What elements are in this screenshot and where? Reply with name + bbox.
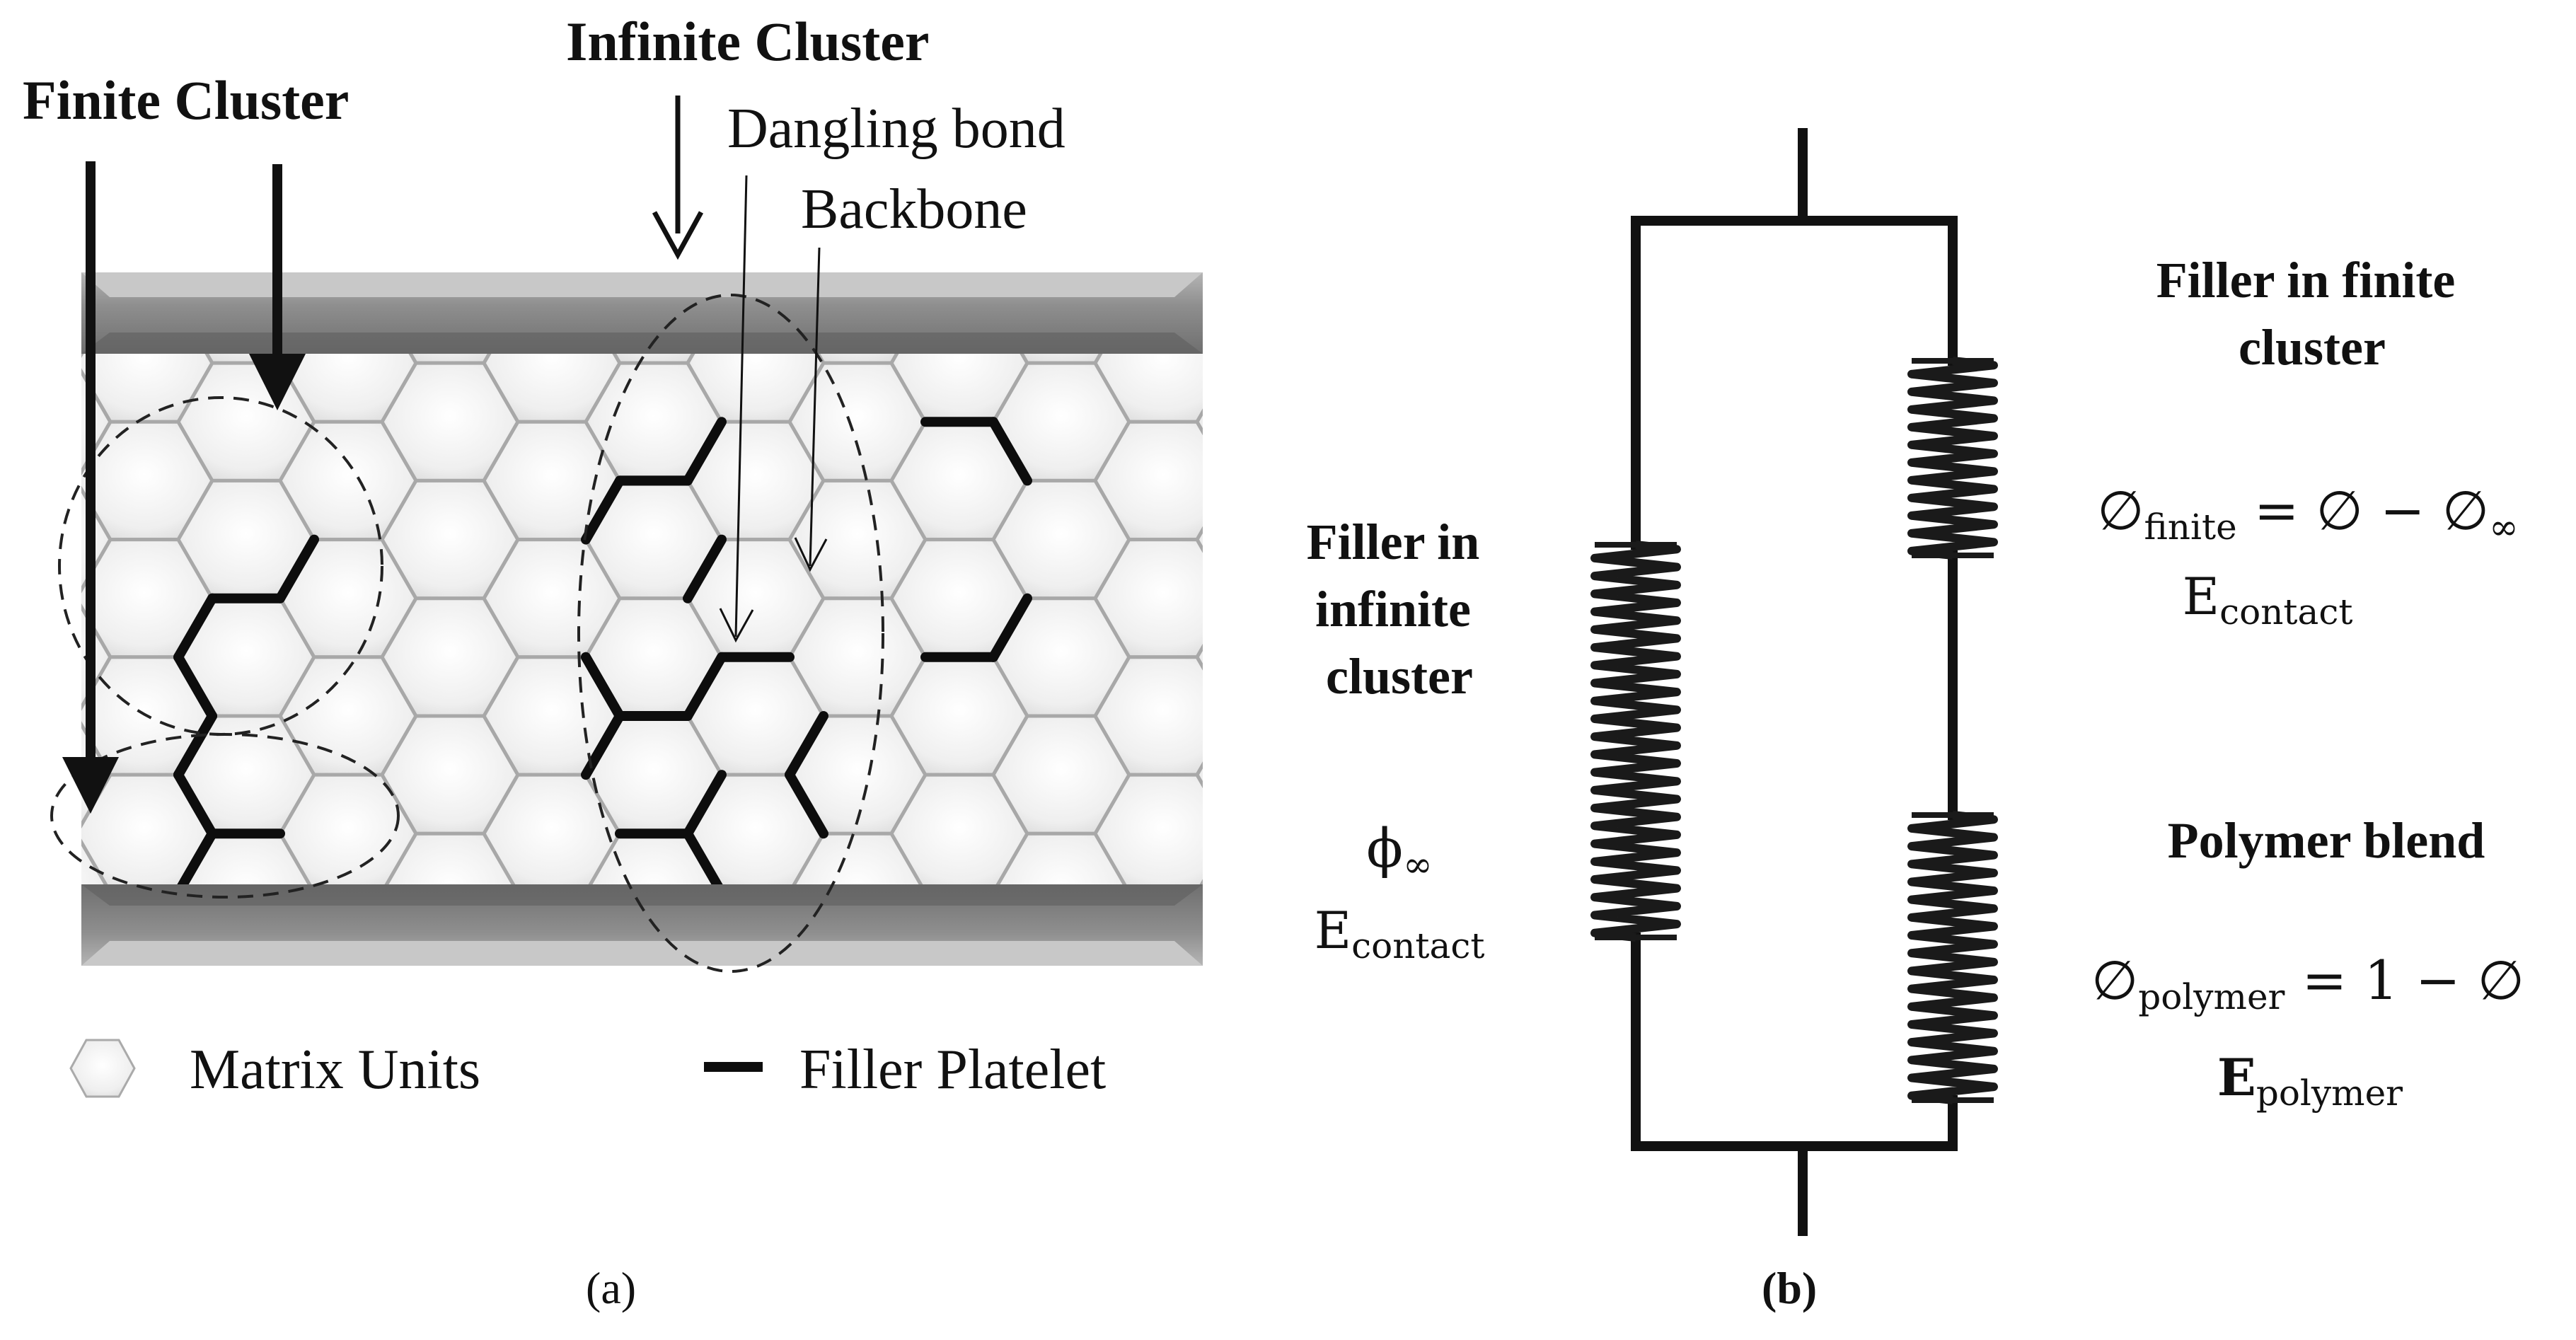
e-polymer-base: E (2217, 1047, 2256, 1107)
panel-b: Filler in finite cluster ∅finite = ∅ − ∅… (1307, 128, 2524, 1313)
filler-infinite-label-line2: infinite (1315, 581, 1471, 637)
panel-b-caption: (b) (1762, 1263, 1817, 1313)
eq-finite-lhs-sub: finite (2144, 507, 2236, 548)
circuit-frame (1631, 128, 1958, 1236)
panel-a-caption: (a) (586, 1263, 636, 1313)
e-contact-finite: Econtact (2183, 567, 2353, 633)
polymer-blend-label: Polymer blend (2168, 812, 2485, 869)
backbone-label: Backbone (801, 178, 1027, 241)
phi-infinite-sub: ∞ (1403, 844, 1433, 885)
matrix-unit-hex (382, 128, 518, 246)
matrix-unit-hex (1195, 408, 1203, 436)
spring-coil (1907, 811, 1998, 1104)
eq-finite-rhs-sub: ∞ (2489, 507, 2519, 548)
eq-polymer: ∅polymer = 1 − ∅ (2091, 949, 2524, 1017)
dangling-bond-label: Dangling bond (727, 98, 1065, 160)
e-contact-infinite-base: E (1315, 901, 1352, 960)
matrix-unit-hex (1195, 643, 1203, 671)
infinite-cluster-arrow (652, 96, 704, 260)
matrix-unit-hex (1197, 246, 1333, 363)
spring-polymer-blend (1907, 811, 1998, 1104)
legend-matrix-unit-icon (69, 1039, 136, 1098)
top-plate (81, 272, 1203, 354)
matrix-hexagon-lattice (81, 128, 1333, 899)
matrix-unit-hex (1195, 526, 1203, 553)
eq-polymer-rhs: = 1 − ∅ (2285, 949, 2524, 1012)
matrix-unit-hex (178, 128, 314, 246)
e-contact-infinite: Econtact (1315, 901, 1485, 966)
filler-platelet (173, 711, 217, 780)
filler-platelet (683, 417, 727, 486)
spring-coil (1907, 357, 1998, 560)
legend-matrix-units-label: Matrix Units (190, 1039, 480, 1101)
phi-infinite-base: ϕ (1366, 816, 1403, 879)
bottom-plate (81, 884, 1203, 966)
filler-platelet (275, 534, 319, 603)
filler-finite-label: Filler in finite cluster (2156, 252, 2468, 376)
eq-polymer-lhs: ∅ (2091, 949, 2138, 1012)
finite-cluster-ellipse-lower (50, 733, 400, 899)
dangling-bond-arrow (719, 175, 754, 643)
e-contact-infinite-sub: contact (1351, 925, 1484, 966)
eq-finite: ∅finite = ∅ − ∅∞ (2097, 479, 2519, 548)
filler-finite-label-line2: cluster (2239, 319, 2386, 376)
filler-finite-label-line1: Filler in finite (2156, 252, 2456, 308)
filler-platelet (581, 652, 625, 721)
legend-filler-platelet-label: Filler Platelet (799, 1039, 1106, 1101)
filler-platelet (173, 593, 217, 662)
filler-platelet (683, 652, 727, 721)
filler-infinite-label: Filler in infinite cluster (1307, 514, 1493, 705)
panel-a: Finite Cluster Infinite Cluster Dangling… (23, 11, 1333, 1313)
e-polymer: Epolymer (2217, 1047, 2403, 1114)
finite-cluster-label: Finite Cluster (23, 69, 349, 131)
eq-finite-rhs: = ∅ − ∅ (2237, 479, 2489, 542)
eq-finite-lhs: ∅ (2097, 479, 2144, 542)
filler-platelet (988, 417, 1032, 486)
spring-filler-finite (1907, 357, 1998, 560)
filler-platelet (683, 770, 727, 839)
infinite-cluster-ellipse (577, 294, 884, 973)
backbone-arrow (794, 247, 828, 572)
filler-infinite-label-line1: Filler in (1307, 514, 1480, 570)
finite-cluster-arrow-short (249, 164, 306, 410)
legend: Matrix Units Filler Platelet (69, 1039, 1106, 1101)
matrix-unit-hex (1197, 128, 1333, 246)
filler-platelets (173, 417, 1032, 899)
matrix-unit-hex (1195, 879, 1203, 899)
filler-platelet (581, 475, 625, 545)
spring-coil (1590, 541, 1681, 942)
filler-platelet (173, 828, 217, 898)
filler-platelet (785, 711, 828, 780)
filler-platelet (785, 770, 828, 839)
matrix-unit-hex (1195, 761, 1203, 788)
e-contact-finite-sub: contact (2219, 591, 2352, 633)
matrix-unit-hex (586, 128, 722, 246)
eq-polymer-lhs-sub: polymer (2138, 976, 2285, 1017)
e-contact-finite-base: E (2183, 567, 2220, 626)
spring-filler-infinite (1590, 541, 1681, 942)
finite-cluster-arrow-long (62, 161, 119, 814)
filler-platelet (173, 770, 217, 839)
e-polymer-sub: polymer (2256, 1073, 2403, 1114)
filler-infinite-label-line3: cluster (1326, 648, 1473, 705)
filler-platelet (683, 828, 727, 898)
filler-platelet (988, 593, 1032, 662)
phi-infinite: ϕ∞ (1366, 816, 1432, 885)
filler-platelet (173, 652, 217, 721)
filler-platelet (683, 534, 727, 603)
infinite-cluster-label: Infinite Cluster (566, 11, 929, 72)
